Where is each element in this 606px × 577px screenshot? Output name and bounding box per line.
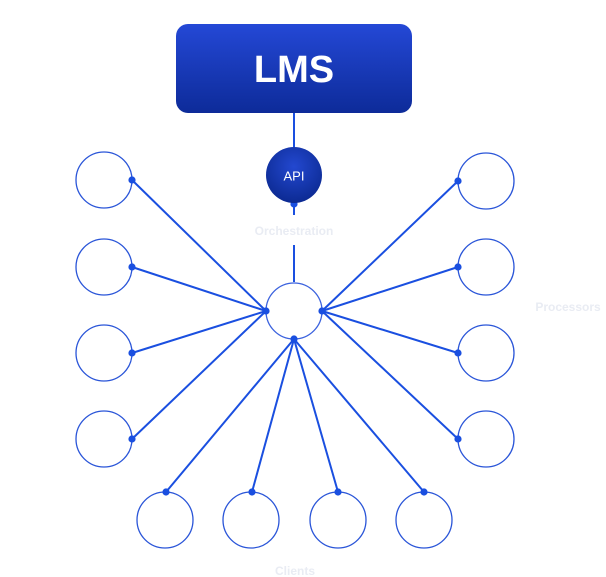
hub-right-dot (318, 307, 326, 315)
clients-label: Clients (275, 564, 315, 577)
bottom-node-connector-4 (293, 338, 425, 493)
left-node-2 (75, 238, 133, 296)
bottom-node-connector-2 (251, 338, 295, 493)
right-node-2 (457, 238, 515, 296)
bottom-node-connector-3 (293, 338, 339, 493)
hub-node (265, 282, 323, 340)
right-node-connector-2 (321, 266, 459, 312)
left-node-1 (75, 151, 133, 209)
left-node-connector-2 (131, 266, 267, 312)
right-node-dot-2 (454, 263, 462, 271)
node-circles (75, 151, 515, 549)
bottom-node-dot-2 (248, 488, 256, 496)
left-node-dot-3 (128, 349, 136, 357)
left-node-4 (75, 410, 133, 468)
right-node-dot-3 (454, 349, 462, 357)
left-node-dot-4 (128, 435, 136, 443)
right-node-connector-3 (321, 310, 459, 354)
hub-bottom-dot (290, 335, 298, 343)
left-node-connector-1 (131, 179, 267, 312)
connector-lines (131, 113, 459, 493)
right-node-connector-1 (321, 180, 459, 312)
bottom-node-dot-4 (420, 488, 428, 496)
orchestration-label: Orchestration (255, 224, 334, 238)
bottom-node-3 (309, 491, 367, 549)
api-node (266, 147, 322, 203)
processors-label: Processors (535, 300, 601, 314)
lms-label: LMS (254, 49, 334, 91)
right-node-3 (457, 324, 515, 382)
right-node-dot-4 (454, 435, 462, 443)
bottom-node-4 (395, 491, 453, 549)
left-node-connector-3 (131, 310, 267, 354)
left-node-dot-1 (128, 176, 136, 184)
bottom-node-connector-1 (165, 338, 295, 493)
right-node-4 (457, 410, 515, 468)
left-node-dot-2 (128, 263, 136, 271)
lms-box (176, 24, 412, 113)
hub-left-dot (262, 307, 270, 315)
bottom-node-dot-3 (334, 488, 342, 496)
api-label: API (284, 169, 305, 184)
bottom-node-1 (136, 491, 194, 549)
left-node-connector-4 (131, 310, 267, 440)
right-node-dot-1 (454, 177, 462, 185)
right-node-1 (457, 152, 515, 210)
left-node-3 (75, 324, 133, 382)
right-node-connector-4 (321, 310, 459, 440)
bottom-node-2 (222, 491, 280, 549)
bottom-node-dot-1 (162, 488, 170, 496)
